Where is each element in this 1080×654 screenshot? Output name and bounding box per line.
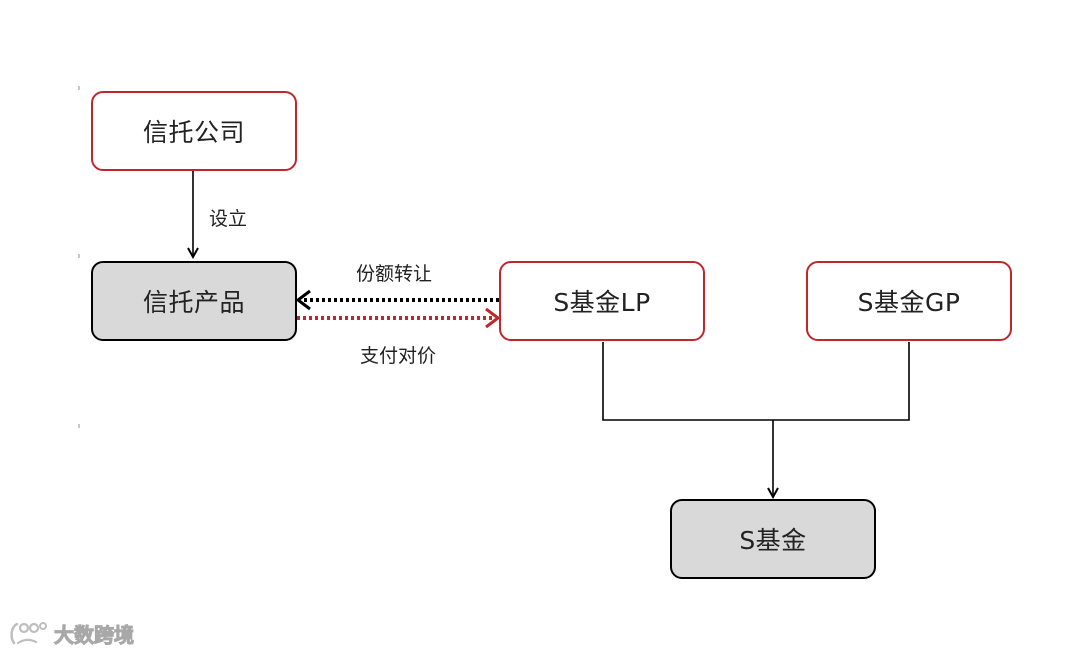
margin-tick — [78, 424, 80, 428]
margin-tick — [78, 86, 80, 90]
edge-pay-consideration-label: 支付对价 — [360, 345, 437, 367]
node-s-fund: S基金 — [670, 499, 876, 579]
node-trust-product: 信托产品 — [91, 261, 297, 341]
node-trust-product-label: 信托产品 — [142, 288, 245, 317]
edge-lp-gp-bracket — [602, 342, 910, 421]
node-s-fund-lp: S基金LP — [499, 261, 705, 341]
edge-establish-label: 设立 — [209, 208, 248, 230]
logo-icon — [10, 622, 47, 645]
margin-tick — [78, 254, 80, 258]
node-s-fund-label: S基金 — [739, 526, 807, 555]
node-s-fund-lp-label: S基金LP — [553, 288, 651, 317]
node-trust-company: 信托公司 — [91, 91, 297, 171]
node-trust-company-label: 信托公司 — [142, 118, 245, 147]
node-s-fund-gp: S基金GP — [806, 261, 1012, 341]
edge-share-transfer-label: 份额转让 — [356, 263, 433, 285]
node-s-fund-gp-label: S基金GP — [857, 288, 961, 317]
edge-share-transfer-arrowhead — [295, 289, 311, 311]
watermark: 大数跨境 — [8, 618, 135, 648]
watermark-text: 大数跨境 — [54, 622, 135, 647]
edge-pay-consideration-arrowhead — [485, 307, 501, 329]
